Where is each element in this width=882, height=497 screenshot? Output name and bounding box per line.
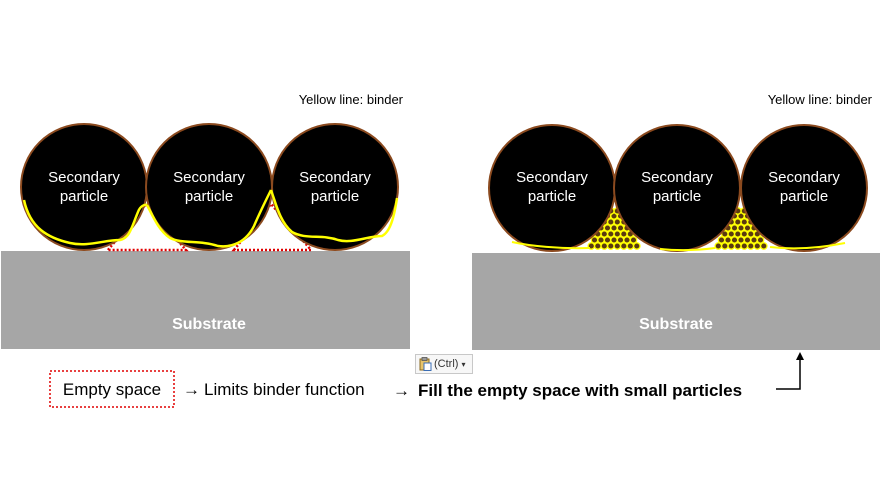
- small-particle: [606, 218, 615, 226]
- left-binder-2: [145, 189, 273, 248]
- left-substrate-label: Substrate: [172, 316, 246, 333]
- small-particle: [597, 236, 605, 244]
- chevron-down-icon: ▾: [461, 359, 466, 369]
- paste-options-button[interactable]: (Ctrl) ▾: [415, 354, 473, 374]
- small-particle: [737, 236, 745, 244]
- small-particle: [756, 236, 765, 244]
- left-particle-3-label-line2: particle: [311, 188, 359, 205]
- right-substrate-label: Substrate: [639, 316, 713, 333]
- small-particle: [613, 218, 622, 226]
- small-particle: [727, 230, 736, 238]
- arrow-1: →: [183, 380, 200, 399]
- caption: Empty space → Limits binder function → F…: [49, 370, 742, 408]
- small-particle: [743, 236, 752, 244]
- right-particle-3-label-line2: particle: [780, 188, 828, 205]
- right-particle-3: [740, 124, 868, 252]
- right-legend: Yellow line: binder: [768, 92, 873, 107]
- right-particle-1-label-line2: particle: [528, 188, 576, 205]
- empty-space-label: Empty space: [63, 380, 161, 399]
- fill-empty-space-text: Fill the empty space with small particle…: [418, 381, 742, 400]
- return-arrow: [776, 358, 801, 390]
- small-particle: [613, 230, 622, 238]
- small-particle: [746, 242, 755, 250]
- small-particle: [600, 242, 609, 250]
- small-particle: [619, 242, 628, 250]
- small-particle: [629, 236, 638, 244]
- small-particle: [730, 236, 739, 244]
- left-particle-3: [271, 123, 399, 251]
- left-legend: Yellow line: binder: [299, 92, 404, 107]
- small-particle: [720, 242, 729, 250]
- small-particle: [606, 242, 615, 250]
- small-particle: [603, 236, 612, 244]
- small-particle: [759, 242, 768, 250]
- small-particle: [590, 236, 599, 244]
- small-particle: [733, 230, 742, 238]
- small-particle: [626, 242, 635, 250]
- paste-options-label: (Ctrl): [434, 358, 459, 370]
- small-particle: [740, 218, 749, 226]
- right-particle-3-label-line1: Secondary: [768, 169, 840, 186]
- small-particle: [733, 218, 742, 226]
- left-particle-1: [20, 123, 148, 251]
- right-panel: Yellow line: binder Substrate Secondary …: [472, 92, 880, 390]
- left-particle-2-label-line2: particle: [185, 188, 233, 205]
- right-particle-1-label-line1: Secondary: [516, 169, 588, 186]
- small-particle: [632, 242, 641, 250]
- empty-space-legend-box: [49, 370, 175, 408]
- right-binder-1: [511, 241, 591, 250]
- right-particle-2-label-line2: particle: [653, 188, 701, 205]
- small-particle: [619, 230, 628, 238]
- small-particle: [606, 230, 615, 238]
- small-particle: [600, 230, 609, 238]
- small-particle: [737, 224, 745, 232]
- left-particle-2: [145, 123, 273, 251]
- return-arrow-head: [796, 352, 804, 360]
- left-particle-1-label-line2: particle: [60, 188, 108, 205]
- small-particle: [623, 236, 631, 244]
- right-binder-3: [769, 242, 846, 250]
- small-particle: [740, 242, 749, 250]
- left-particle-3-label-line1: Secondary: [299, 169, 371, 186]
- small-particle: [616, 224, 625, 232]
- small-particle: [740, 230, 749, 238]
- left-substrate: [1, 251, 410, 349]
- left-binder-3: [269, 189, 399, 243]
- limits-binder-text: Limits binder function: [204, 380, 365, 399]
- left-panel: Yellow line: binder Substrate Secondary …: [1, 92, 410, 349]
- small-particle: [727, 242, 736, 250]
- arrow-2: →: [393, 381, 410, 400]
- small-particle: [610, 224, 618, 232]
- small-particle: [743, 224, 752, 232]
- small-particle: [613, 242, 622, 250]
- small-particle: [714, 242, 723, 250]
- small-particle: [603, 224, 612, 232]
- small-particle: [746, 230, 755, 238]
- right-substrate: [472, 253, 880, 350]
- small-particle: [610, 236, 618, 244]
- small-particle: [750, 236, 758, 244]
- left-binder-1: [22, 199, 148, 246]
- small-particle: [717, 236, 726, 244]
- left-particle-2-label-line1: Secondary: [173, 169, 245, 186]
- small-particle: [616, 236, 625, 244]
- clipboard-icon: [419, 357, 432, 371]
- small-particle: [753, 242, 762, 250]
- small-particle: [730, 224, 739, 232]
- small-particle: [593, 242, 602, 250]
- small-particle: [733, 242, 742, 250]
- right-particle-2-label-line1: Secondary: [641, 169, 713, 186]
- small-particle: [724, 236, 732, 244]
- right-binder-2: [659, 247, 716, 252]
- left-particle-1-label-line1: Secondary: [48, 169, 120, 186]
